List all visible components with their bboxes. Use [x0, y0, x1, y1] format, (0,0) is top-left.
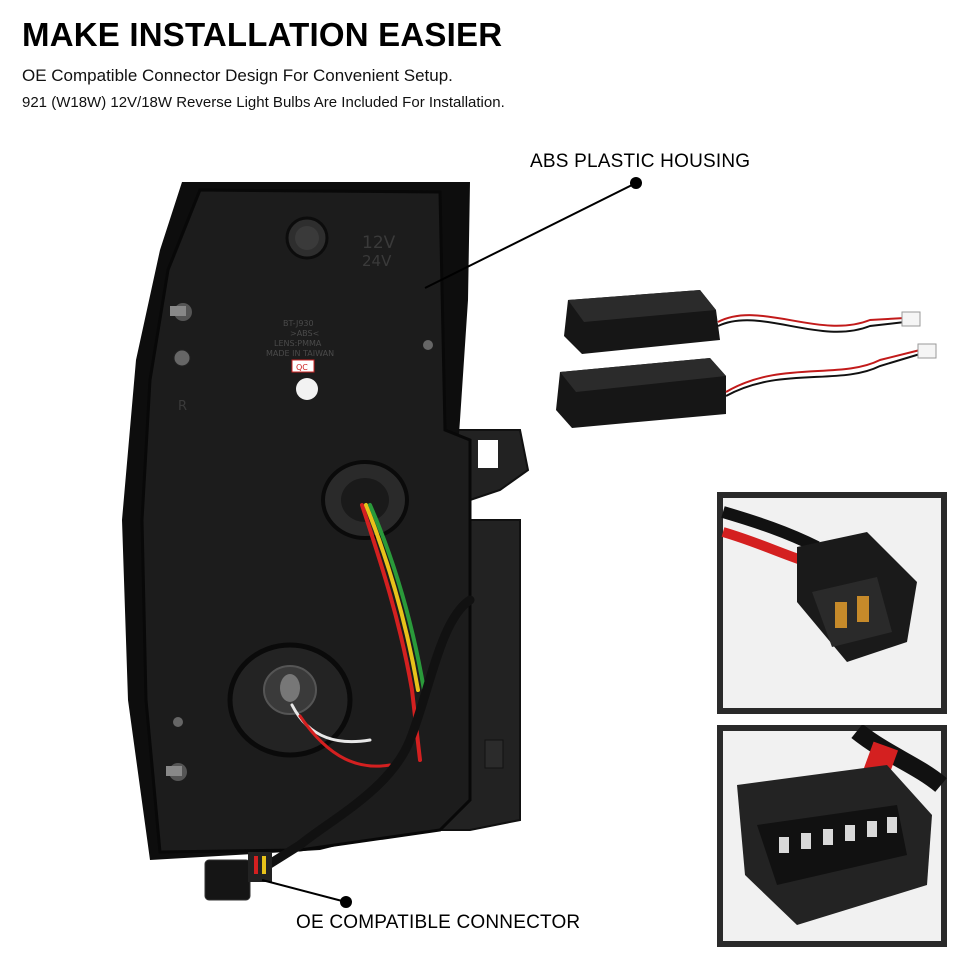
inset-wire-black — [721, 506, 820, 553]
voltage-alt-marking: 24V — [362, 252, 392, 270]
bracket-slot — [478, 440, 498, 468]
qc-sticker — [291, 359, 315, 373]
resistor-plug — [901, 311, 921, 327]
screw — [173, 717, 183, 727]
inset-wire-bundle — [851, 725, 947, 793]
housing-callout-dot — [630, 177, 642, 189]
bracket-slot — [484, 739, 504, 769]
resistor-leads — [717, 314, 921, 397]
mounting-stud-top — [170, 303, 192, 321]
material-marking: >ABS< — [290, 329, 319, 338]
wiring-harness — [255, 503, 475, 875]
round-sticker — [296, 378, 318, 400]
voltage-marking: 12V — [362, 233, 396, 253]
load-resistor-lower — [556, 358, 726, 428]
connector-callout-line — [261, 879, 347, 903]
side-marking: R — [178, 399, 187, 414]
subtitle-bulbs-included: 921 (W18W) 12V/18W Reverse Light Bulbs A… — [22, 94, 505, 111]
screw — [423, 340, 433, 350]
callout-abs-housing: ABS PLASTIC HOUSING — [530, 151, 751, 172]
load-resistor-upper — [564, 290, 720, 354]
mounting-nut — [173, 349, 191, 367]
two-pin-plug — [797, 532, 917, 662]
qc-label: QC — [296, 363, 308, 372]
callout-oe-connector: OE COMPATIBLE CONNECTOR — [296, 912, 581, 933]
connector-callout-dot — [340, 896, 352, 908]
lens-material-marking: LENS:PMMA — [274, 339, 322, 348]
subtitle-connector-design: OE Compatible Connector Design For Conve… — [22, 66, 453, 85]
oe-connector-plug — [204, 852, 272, 901]
multi-pin-plug — [737, 765, 932, 925]
origin-marking: MADE IN TAIWAN — [266, 349, 334, 358]
housing-callout-line — [424, 182, 637, 289]
resistor-plug — [917, 343, 937, 359]
page-headline: MAKE INSTALLATION EASIER — [22, 16, 503, 53]
part-code-marking: BT-J930 — [283, 319, 314, 328]
mounting-stud-bottom — [166, 763, 187, 781]
inset-two-pin-connector — [717, 492, 947, 714]
inset-multi-pin-connector — [717, 725, 947, 947]
